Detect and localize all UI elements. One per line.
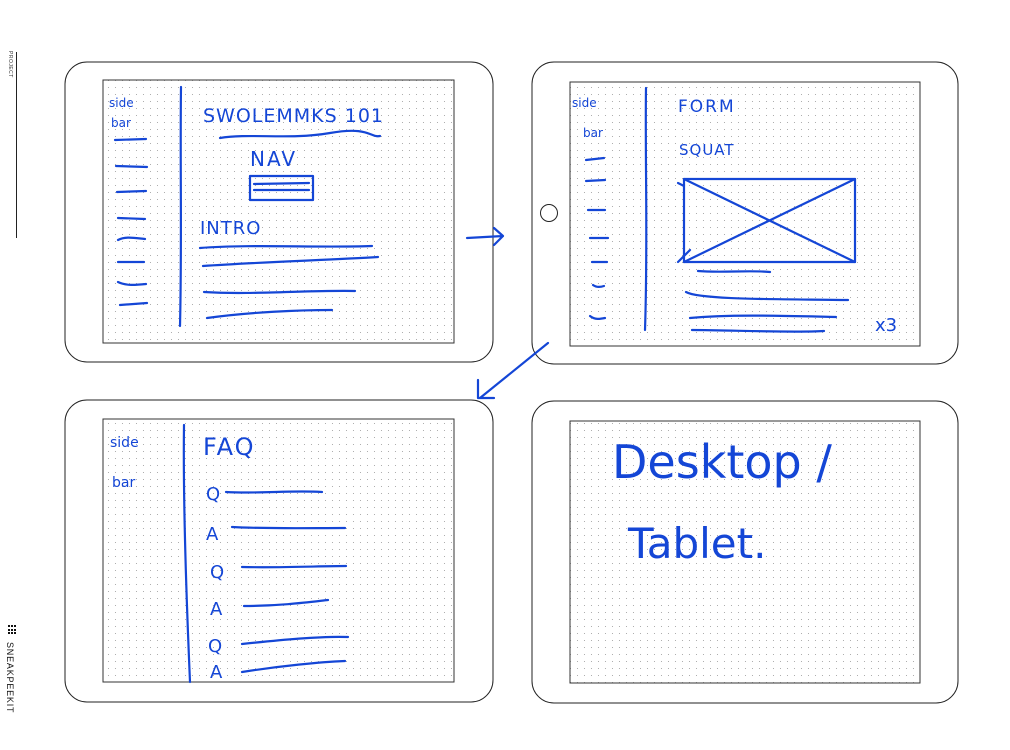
tablet-screen xyxy=(102,418,455,683)
nav-box-line xyxy=(252,181,311,186)
tablet-frame-3: side bar FAQ Q A Q A Q A xyxy=(64,399,494,703)
sidebar-link-line xyxy=(113,137,148,142)
sidebar-link-line xyxy=(116,280,148,286)
text-line xyxy=(690,328,826,333)
image-placeholder-cross xyxy=(682,177,857,264)
faq-answer-marker: A xyxy=(206,524,219,545)
project-label: PROJECT xyxy=(7,51,13,78)
tablet-screen xyxy=(102,79,455,344)
nav-box xyxy=(248,174,315,202)
text-line xyxy=(202,289,357,295)
left-rail: PROJECT SNEAKPEEKIT xyxy=(0,0,30,750)
flow-arrow-right xyxy=(465,226,505,247)
brand-label: SNEAKPEEKIT xyxy=(5,642,15,714)
sidebar-label-line2: bar xyxy=(583,126,603,140)
faq-line xyxy=(240,659,347,674)
tablet-frame-2: side bar FORM SQUAT x3 xyxy=(476,61,959,400)
sidebar-label-line1: side xyxy=(109,96,134,110)
sidebar-link-line xyxy=(116,236,147,242)
tablet-frame-1: side bar SWOLEMMKS 101 NAV INTRO xyxy=(64,61,505,363)
tablet-screen xyxy=(569,81,921,347)
flow-arrow-down-left xyxy=(476,341,550,400)
project-divider xyxy=(16,52,17,238)
sidebar-divider-line xyxy=(178,85,183,328)
home-button-icon xyxy=(540,204,558,222)
sidebar-label-line1: side xyxy=(110,435,139,451)
image-placeholder-tick xyxy=(676,248,692,264)
note-line2: Tablet. xyxy=(627,519,766,568)
sidebar-label-line2: bar xyxy=(111,116,131,130)
faq-line xyxy=(240,635,350,646)
page-heading: FAQ xyxy=(203,433,256,461)
intro-label: INTRO xyxy=(200,218,261,239)
text-line xyxy=(205,308,334,320)
sidebar-link-line xyxy=(116,216,147,221)
faq-line xyxy=(242,598,330,608)
page-heading-line2: SQUAT xyxy=(679,141,735,159)
sidebar-divider-line xyxy=(182,423,192,684)
caption-line xyxy=(696,269,772,274)
page-heading: SWOLEMMKS 101 xyxy=(203,105,384,127)
sidebar-link-line xyxy=(584,156,606,162)
faq-line xyxy=(240,564,348,569)
faq-question-marker: Q xyxy=(208,636,222,657)
sidebar-label-line1: side xyxy=(572,96,597,110)
text-line xyxy=(198,244,374,250)
faq-answer-marker: A xyxy=(210,599,223,620)
sidebar-link-line xyxy=(591,283,606,289)
page-heading-line1: FORM xyxy=(678,97,736,117)
sidebar-link-line xyxy=(588,314,607,320)
sidebar-divider-line xyxy=(643,86,648,332)
repeat-count-label: x3 xyxy=(875,315,897,336)
image-placeholder-box xyxy=(682,177,857,264)
faq-answer-marker: A xyxy=(210,662,223,683)
dot-grid-icon xyxy=(8,625,18,635)
nav-label: NAV xyxy=(250,147,297,171)
sidebar-link-line xyxy=(584,178,607,183)
tablet-frame-4: Desktop / Tablet. xyxy=(531,400,959,704)
image-placeholder-tick xyxy=(676,181,686,188)
note-line1: Desktop / xyxy=(612,435,832,489)
sidebar-link-line xyxy=(118,301,149,307)
sidebar-link-line xyxy=(115,189,148,194)
faq-question-marker: Q xyxy=(206,484,220,505)
faq-line xyxy=(224,490,324,494)
faq-question-marker: Q xyxy=(210,562,224,583)
text-line xyxy=(684,290,850,302)
heading-underline-scribble xyxy=(218,129,382,140)
text-line xyxy=(688,314,838,320)
text-line xyxy=(201,255,380,268)
sidebar-label-line2: bar xyxy=(112,475,135,491)
tablet-screen xyxy=(569,420,921,684)
faq-line xyxy=(230,525,347,530)
sidebar-link-line xyxy=(114,164,149,169)
